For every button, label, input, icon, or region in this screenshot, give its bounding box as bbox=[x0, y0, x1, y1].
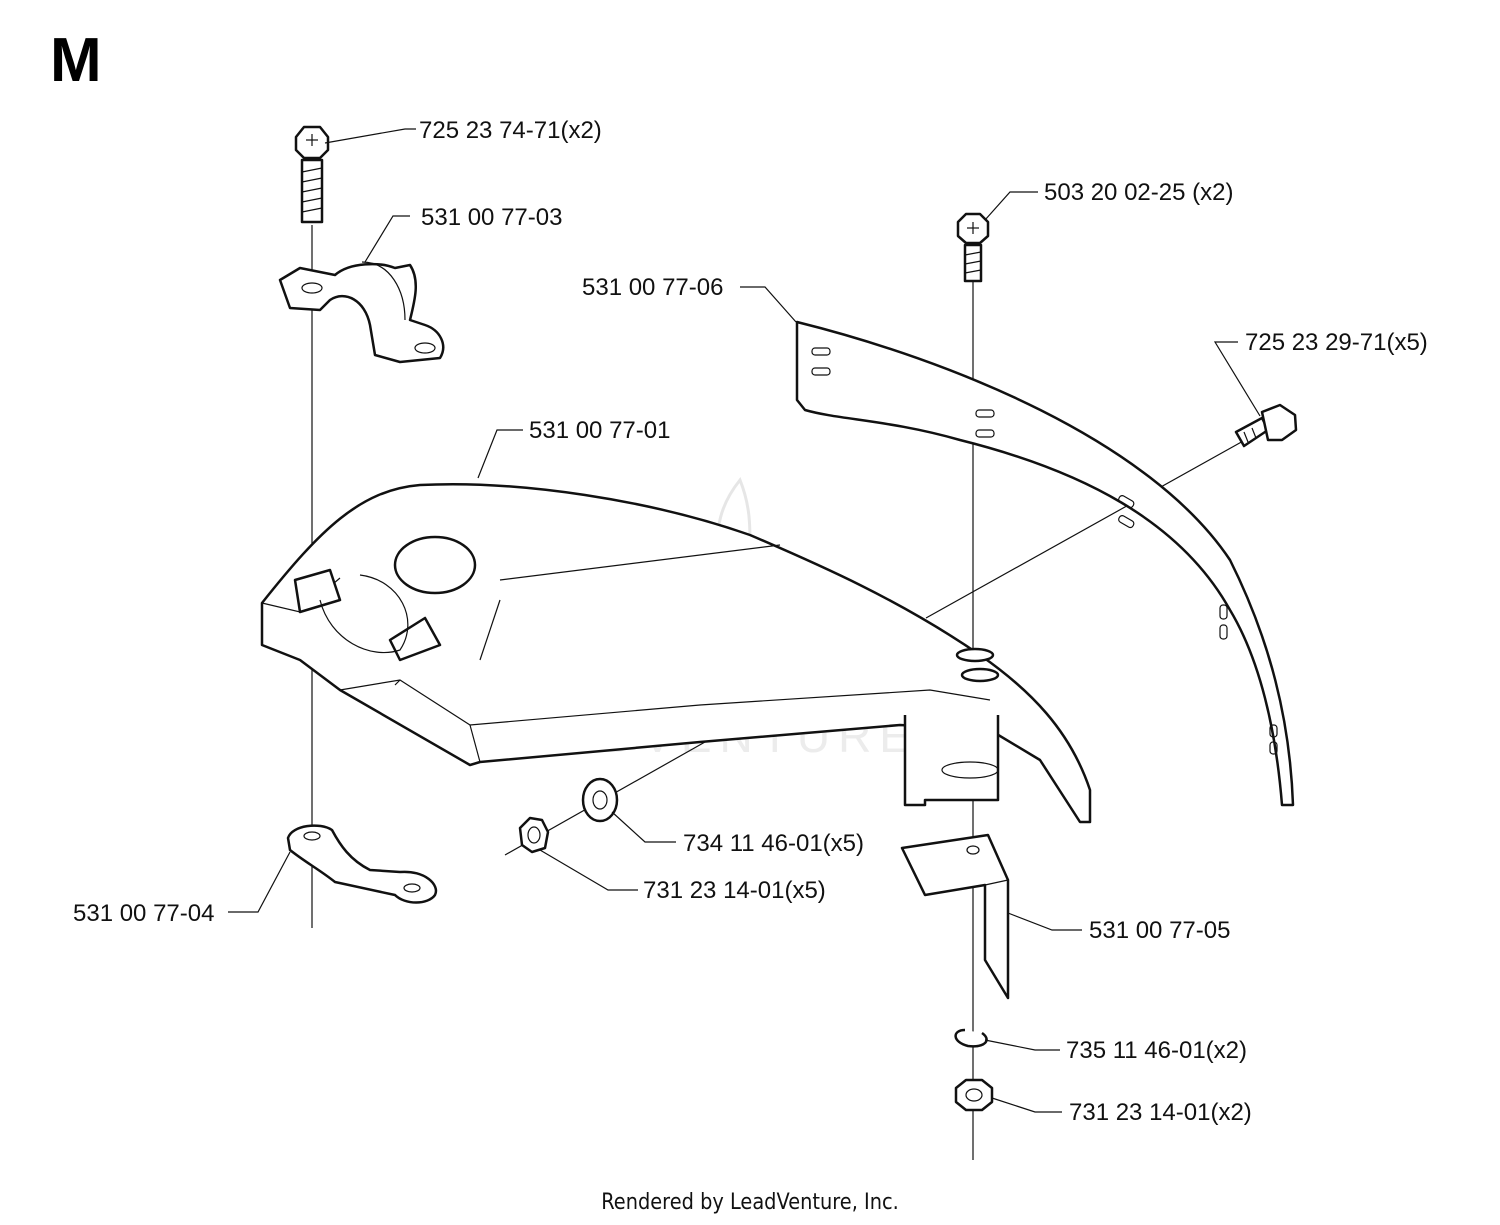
label-guard-extension: 531 00 77-06 bbox=[582, 274, 723, 301]
clamp-lower bbox=[286, 824, 438, 904]
leader-lines bbox=[228, 128, 1261, 1113]
washer bbox=[581, 777, 619, 823]
label-nut-small: 731 23 14-01(x5) bbox=[643, 877, 826, 904]
label-guard-body: 531 00 77-01 bbox=[529, 417, 670, 444]
label-bracket: 531 00 77-05 bbox=[1089, 917, 1230, 944]
bolt-side bbox=[1234, 403, 1298, 448]
label-bolt-top-right: 503 20 02-25 (x2) bbox=[1044, 179, 1233, 206]
label-bolt-top-left: 725 23 74-71(x2) bbox=[419, 117, 602, 144]
label-clamp-lower: 531 00 77-04 bbox=[73, 900, 214, 927]
label-washer: 734 11 46-01(x5) bbox=[683, 830, 864, 857]
label-nut-bottom: 731 23 14-01(x2) bbox=[1069, 1099, 1252, 1126]
bolt-top-right bbox=[956, 212, 990, 283]
label-bolt-side: 725 23 29-71(x5) bbox=[1245, 329, 1428, 356]
axis-line-side bbox=[925, 439, 1246, 619]
label-circlip: 735 11 46-01(x2) bbox=[1066, 1037, 1247, 1064]
nut-small bbox=[518, 816, 550, 854]
guard-body bbox=[260, 482, 1092, 824]
guard-extension bbox=[795, 320, 1295, 807]
section-letter: M bbox=[50, 26, 102, 95]
bracket bbox=[900, 833, 1010, 1000]
nut-bottom bbox=[954, 1078, 994, 1112]
circlip bbox=[954, 1028, 988, 1048]
label-clamp-upper: 531 00 77-03 bbox=[421, 204, 562, 231]
clamp-upper bbox=[278, 261, 445, 364]
bolt-top-left bbox=[294, 125, 330, 224]
footer-credit: Rendered by LeadVenture, Inc. bbox=[601, 1190, 899, 1215]
